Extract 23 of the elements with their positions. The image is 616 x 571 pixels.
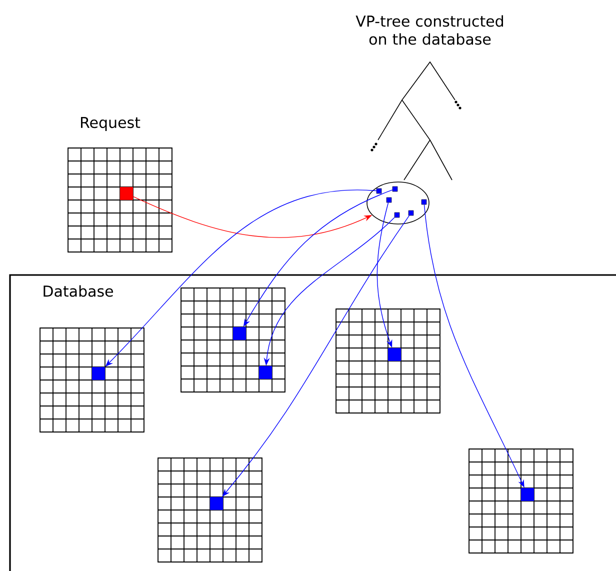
- leaf-point: [394, 212, 400, 218]
- leaf-point: [421, 199, 427, 205]
- marked-pixel: [233, 327, 246, 340]
- marked-pixel: [388, 348, 401, 361]
- leaf-point: [392, 186, 398, 192]
- pixel-grid: [40, 328, 144, 432]
- pixel-grid: Request: [68, 116, 172, 252]
- leaf-ellipse: [366, 182, 430, 224]
- marked-pixel: [521, 488, 534, 501]
- pixel-grid: [158, 458, 262, 562]
- leaf-point: [408, 210, 414, 216]
- marked-pixel: [120, 187, 133, 200]
- marked-pixel: [210, 497, 223, 510]
- pixel-grid: [180, 288, 286, 392]
- leaf-point: [386, 197, 392, 203]
- database-frame: Database: [9, 274, 616, 571]
- marked-pixel: [259, 366, 272, 379]
- leaf-point: [376, 188, 382, 194]
- node-label: Request: [81, 116, 140, 132]
- pixel-grid: [336, 308, 440, 414]
- marked-pixel: [92, 367, 105, 380]
- pixel-grid: [468, 448, 574, 554]
- title-text: VP-tree constructed on the database: [356, 15, 503, 45]
